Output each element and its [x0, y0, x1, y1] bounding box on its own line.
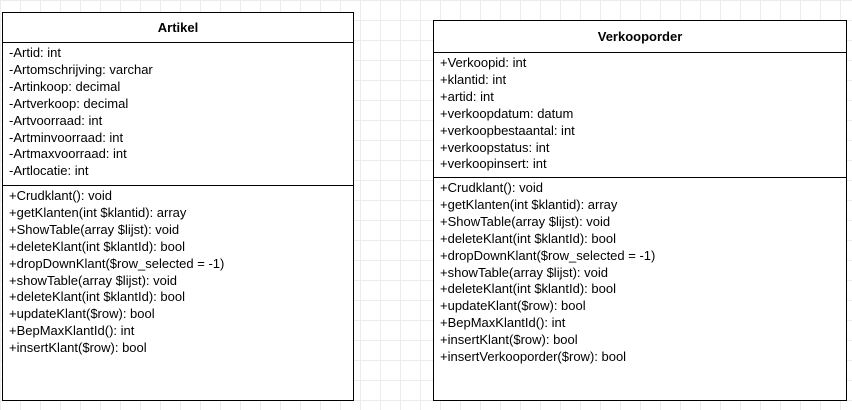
attribute-row: +artid: int [440, 88, 494, 104]
method-row: +showTable(array $lijst): void [440, 264, 608, 280]
method-row: +updateKlant($row): bool [9, 306, 155, 322]
attribute-row: -Artverkoop: decimal [9, 95, 129, 111]
attribute-row: +klantid: int [440, 71, 507, 87]
method-row: +dropDownKlant($row_selected = -1) [440, 247, 656, 263]
attribute-row: +Verkoopid: int [440, 55, 527, 70]
method-row: +deleteKlant(int $klantId): bool [9, 289, 185, 305]
method-row: +insertKlant($row): bool [9, 340, 147, 356]
attribute-row: -Artinkoop: decimal [9, 78, 121, 94]
attribute-row: -Artvoorraad: int [9, 112, 103, 128]
attributes-section: +Verkoopid: int +klantid: int +artid: in… [434, 53, 846, 178]
attribute-row: +verkoopinsert: int [440, 156, 547, 172]
method-row: +insertVerkooporder($row): bool [440, 349, 627, 365]
method-row: +getKlanten(int $klantid): array [9, 204, 187, 220]
attribute-row: -Artmaxvoorraad: int [9, 146, 127, 162]
method-row: +ShowTable(array $lijst): void [440, 213, 611, 229]
attribute-row: -Artid: int [9, 45, 62, 60]
attribute-row: +verkoopstatus: int [440, 139, 550, 155]
method-row: +ShowTable(array $lijst): void [9, 221, 180, 237]
method-row: +BepMaxKlantId(): int [440, 315, 566, 331]
method-row: +getKlanten(int $klantid): array [440, 196, 618, 212]
method-row: +Crudklant(): void [9, 188, 112, 203]
attribute-row: -Artomschrijving: varchar [9, 61, 153, 77]
attribute-row: +verkoopbestaantal: int [440, 122, 575, 138]
attribute-row: -Artlocatie: int [9, 163, 89, 179]
method-row: +deleteKlant(int $klantId): bool [440, 281, 616, 297]
method-row: +dropDownKlant($row_selected = -1) [9, 255, 225, 271]
attribute-row: +verkoopdatum: datum [440, 105, 574, 121]
method-row: +showTable(array $lijst): void [9, 272, 177, 288]
class-artikel[interactable]: Artikel -Artid: int -Artomschrijving: va… [2, 12, 354, 401]
methods-section: +Crudklant(): void +getKlanten(int $klan… [3, 186, 353, 357]
attributes-section: -Artid: int -Artomschrijving: varchar -A… [3, 43, 353, 186]
method-row: +Crudklant(): void [440, 180, 543, 195]
attribute-row: -Artminvoorraad: int [9, 129, 124, 145]
method-row: +updateKlant($row): bool [440, 298, 586, 314]
method-row: +insertKlant($row): bool [440, 332, 578, 348]
class-verkooporder[interactable]: Verkooporder +Verkoopid: int +klantid: i… [433, 20, 847, 401]
methods-section: +Crudklant(): void +getKlanten(int $klan… [434, 178, 846, 366]
method-row: +BepMaxKlantId(): int [9, 323, 135, 339]
method-row: +deleteKlant(int $klantId): bool [9, 238, 185, 254]
class-name: Verkooporder [434, 21, 846, 53]
class-name: Artikel [3, 13, 353, 43]
method-row: +deleteKlant(int $klantId): bool [440, 230, 616, 246]
